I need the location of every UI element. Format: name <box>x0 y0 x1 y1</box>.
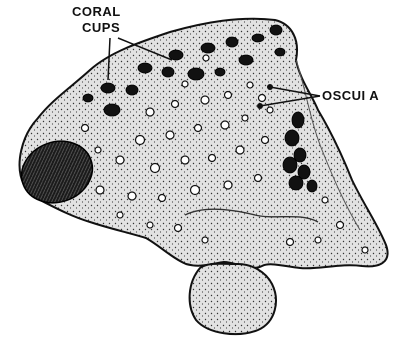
label-coral-cups-line1: CORAL <box>72 5 121 18</box>
pore <box>267 107 273 113</box>
pore <box>117 212 123 218</box>
coral-cup <box>201 43 215 53</box>
pore <box>287 239 294 246</box>
pore <box>203 55 209 61</box>
pore <box>337 222 344 229</box>
pore <box>166 131 174 139</box>
pore <box>221 121 229 129</box>
coral-cup <box>104 104 120 116</box>
pore <box>116 156 124 164</box>
osculum-dark <box>283 157 297 173</box>
coral-cup <box>169 50 183 60</box>
pore <box>315 237 321 243</box>
pore <box>128 192 136 200</box>
coral-cup <box>215 68 225 76</box>
coral-cup <box>101 83 115 93</box>
osculum-dark <box>292 112 304 128</box>
pore <box>181 156 189 164</box>
pore <box>96 186 104 194</box>
pore <box>146 108 154 116</box>
label-coral-cups-line2: CUPS <box>82 21 120 34</box>
coral-cup <box>126 85 138 95</box>
pore <box>247 82 253 88</box>
pore <box>262 137 269 144</box>
leader-dot <box>267 84 273 90</box>
osculum-dark <box>285 130 299 146</box>
coral-cup <box>83 94 93 102</box>
coral-cup <box>275 48 285 56</box>
pore <box>224 181 232 189</box>
pore <box>255 175 262 182</box>
pore <box>201 96 209 104</box>
osculum-dark <box>289 176 303 190</box>
pore <box>151 164 160 173</box>
pore <box>172 101 179 108</box>
pore <box>182 81 188 87</box>
coral-cup <box>239 55 253 65</box>
label-oscula: OSCUI A <box>322 89 379 102</box>
pore <box>159 195 166 202</box>
sponge-bud <box>190 264 276 334</box>
coral-cup <box>188 68 204 80</box>
pore <box>242 115 248 121</box>
pore <box>191 186 200 195</box>
pore <box>236 146 244 154</box>
leader-dot <box>257 103 263 109</box>
pore <box>195 125 202 132</box>
coral-cup <box>226 37 238 47</box>
pore <box>259 95 266 102</box>
coral-cup <box>162 67 174 77</box>
pore <box>322 197 328 203</box>
pore <box>82 125 89 132</box>
pore <box>209 155 216 162</box>
pore <box>225 92 232 99</box>
coral-cup <box>138 63 152 73</box>
pore <box>136 136 145 145</box>
pore <box>147 222 153 228</box>
coral-cup <box>252 34 264 42</box>
pore <box>175 225 182 232</box>
osculum-dark <box>307 180 317 192</box>
pore <box>95 147 101 153</box>
coral-cup <box>270 25 282 35</box>
pore <box>362 247 368 253</box>
pore <box>202 237 208 243</box>
